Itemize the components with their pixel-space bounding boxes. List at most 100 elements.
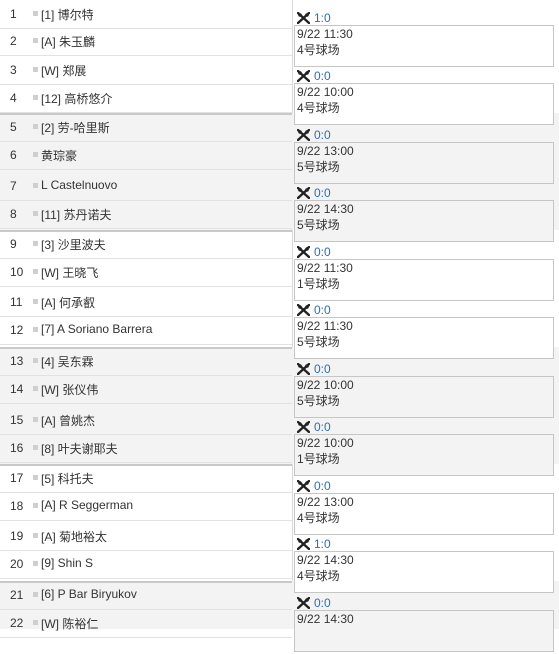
checkbox-icon[interactable] <box>33 11 38 16</box>
checkbox-icon[interactable] <box>33 183 38 188</box>
checkbox-icon[interactable] <box>33 152 38 157</box>
match-time: 9/22 13:00 <box>297 144 354 158</box>
player-row[interactable]: 21[6] P Bar Biryukov <box>0 581 292 610</box>
match-score-link[interactable]: 0:0 <box>314 303 331 317</box>
player-name[interactable]: [6] P Bar Biryukov <box>41 587 137 601</box>
player-name[interactable]: [5] 科托夫 <box>41 472 94 486</box>
checkbox-icon[interactable] <box>33 503 38 508</box>
match-score-link[interactable]: 0:0 <box>314 479 331 493</box>
player-row[interactable]: 16[8] 叶夫谢耶夫 <box>0 434 292 463</box>
player-row[interactable]: 17[5] 科托夫 <box>0 464 292 493</box>
checkbox-icon[interactable] <box>33 299 38 304</box>
player-row[interactable]: 15[A] 曾姚杰 <box>0 406 292 435</box>
player-row[interactable]: 4[12] 高桥悠介 <box>0 84 292 113</box>
player-name[interactable]: [12] 高桥悠介 <box>41 92 113 106</box>
player-row[interactable]: 9[3] 沙里波夫 <box>0 230 292 259</box>
player-name[interactable]: [7] A Soriano Barrera <box>41 322 153 336</box>
checkbox-icon[interactable] <box>33 327 38 332</box>
row-divider <box>0 462 292 463</box>
checkbox-icon[interactable] <box>33 211 38 216</box>
player-name[interactable]: [W] 陈裕仁 <box>41 617 99 631</box>
player-row[interactable]: 14[W] 张仪伟 <box>0 375 292 404</box>
player-name[interactable]: 黄琮豪 <box>41 149 78 163</box>
row-divider <box>0 578 292 579</box>
player-name[interactable]: [11] 苏丹诺夫 <box>41 208 112 222</box>
player-name[interactable]: [W] 张仪伟 <box>41 383 99 397</box>
match-score-link[interactable]: 0:0 <box>314 362 331 376</box>
player-row[interactable]: 10[W] 王晓飞 <box>0 258 292 287</box>
match-score-link[interactable]: 0:0 <box>314 128 331 142</box>
player-name[interactable]: [3] 沙里波夫 <box>41 238 106 252</box>
match-score-link[interactable]: 0:0 <box>314 186 331 200</box>
player-row[interactable]: 19[A] 菊地裕太 <box>0 522 292 551</box>
player-row[interactable]: 2[A] 朱玉麟 <box>0 27 292 56</box>
match-court: 4号球场 <box>297 569 340 583</box>
player-row[interactable]: 18 [A] R Seggerman <box>0 492 292 521</box>
draw-section <box>0 464 292 581</box>
player-name[interactable]: [4] 吴东霖 <box>41 355 94 369</box>
match-court: 5号球场 <box>297 335 340 349</box>
checkbox-icon[interactable] <box>33 124 38 129</box>
match-score-link[interactable]: 0:0 <box>314 69 331 83</box>
match-score-link[interactable]: 0:0 <box>314 596 331 610</box>
player-row[interactable]: 3[W] 郑展 <box>0 56 292 85</box>
player-name[interactable]: [W] 王晓飞 <box>41 266 99 280</box>
player-name[interactable]: [A] 菊地裕太 <box>41 530 108 544</box>
player-row[interactable]: 12[7] A Soriano Barrera <box>0 316 292 345</box>
checkbox-icon[interactable] <box>33 561 38 566</box>
player-row[interactable]: 8[11] 苏丹诺夫 <box>0 200 292 229</box>
checkbox-icon[interactable] <box>33 533 38 538</box>
checkbox-icon[interactable] <box>33 95 38 100</box>
player-row[interactable]: 1[1] 博尔特 <box>0 0 292 29</box>
player-row[interactable]: 22[W] 陈裕仁 <box>0 609 292 638</box>
match-info-box: 9/22 14:30 <box>294 610 554 652</box>
player-name[interactable]: [A] R Seggerman <box>41 498 134 512</box>
match-time: 9/22 10:00 <box>297 378 354 392</box>
player-name[interactable]: [A] 朱玉麟 <box>41 35 96 49</box>
player-name[interactable]: [A] 曾姚杰 <box>41 414 96 428</box>
checkbox-icon[interactable] <box>33 475 38 480</box>
player-name[interactable]: [W] 郑展 <box>41 64 87 78</box>
checkbox-icon[interactable] <box>33 592 38 597</box>
player-name[interactable]: L Castelnuovo <box>41 178 118 192</box>
match-score-link[interactable]: 0:0 <box>314 245 331 259</box>
checkbox-icon[interactable] <box>33 445 38 450</box>
player-name[interactable]: [A] 何承叡 <box>41 296 96 310</box>
player-row[interactable]: 5[2] 劳-哈里斯 <box>0 113 292 142</box>
player-row[interactable]: 20[9] Shin S <box>0 550 292 579</box>
match-time: 9/22 11:30 <box>297 27 353 41</box>
player-name[interactable]: [9] Shin S <box>41 556 94 570</box>
checkbox-icon[interactable] <box>33 358 38 363</box>
checkbox-icon[interactable] <box>33 386 38 391</box>
match-score-link[interactable]: 1:0 <box>314 537 331 551</box>
checkbox-icon[interactable] <box>33 417 38 422</box>
checkbox-icon[interactable] <box>33 67 38 72</box>
match-score-link[interactable]: 0:0 <box>314 420 331 434</box>
player-row[interactable]: 11[A] 何承叡 <box>0 288 292 317</box>
player-number: 18 <box>10 499 24 513</box>
player-row[interactable]: 13[4] 吴东霖 <box>0 347 292 376</box>
row-divider <box>0 28 292 29</box>
checkbox-icon[interactable] <box>33 38 38 43</box>
checkbox-icon[interactable] <box>33 620 38 625</box>
player-name[interactable]: [2] 劳-哈里斯 <box>41 121 110 135</box>
match-score-link[interactable]: 1:0 <box>314 11 331 25</box>
player-name[interactable]: [8] 叶夫谢耶夫 <box>41 442 118 456</box>
player-name[interactable]: [1] 博尔特 <box>41 8 94 22</box>
checkbox-icon[interactable] <box>33 269 38 274</box>
checkbox-icon[interactable] <box>33 241 38 246</box>
